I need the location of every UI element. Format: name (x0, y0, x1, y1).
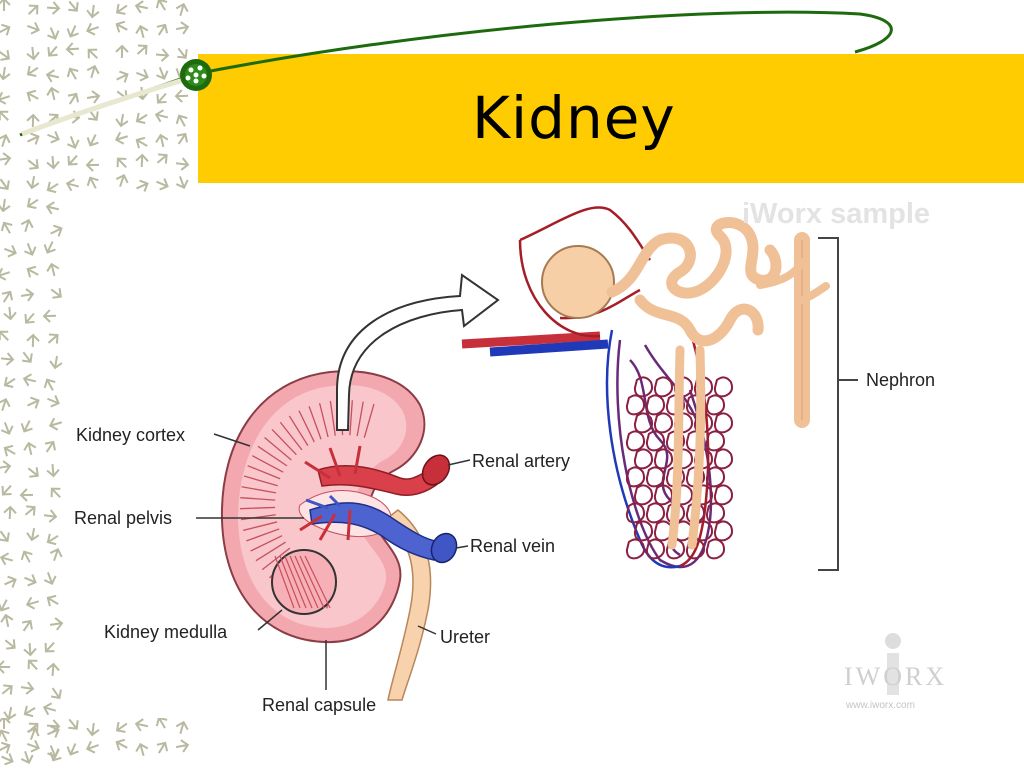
efferent-venule (489, 339, 609, 357)
label-renal-pelvis: Renal pelvis (74, 508, 173, 528)
slide-title: Kidney (472, 84, 676, 152)
label-ureter: Ureter (440, 627, 491, 647)
swoosh-highlight (21, 75, 191, 137)
label-kidney-cortex: Kidney cortex (76, 425, 186, 445)
title-bar (198, 54, 1024, 183)
renal-vein-opening (430, 532, 458, 564)
loop-of-henle (667, 345, 706, 550)
ureter-tube (383, 509, 432, 701)
bullet-ornament-icon (180, 59, 212, 91)
afferent-arteriole (461, 331, 601, 349)
renal-artery-opening (421, 454, 451, 486)
label-renal-vein: Renal vein (470, 536, 556, 556)
label-renal-capsule: Renal capsule (262, 695, 377, 715)
logo-url: www.iworx.com (846, 700, 915, 711)
watermark-text: iWorx sample (742, 198, 931, 230)
zoom-arrow (336, 273, 500, 431)
nephron-illustration (461, 206, 858, 571)
iworx-logo-icon (885, 633, 901, 695)
label-nephron: Nephron (866, 370, 936, 390)
label-kidney-medulla: Kidney medulla (104, 622, 228, 642)
background-pattern-bottom (0, 718, 190, 758)
proximal-tubule (606, 217, 782, 299)
logo-wordmark: IWORX (844, 662, 948, 691)
leader-lines (196, 433, 471, 690)
glomerular-capsule (541, 245, 615, 319)
vessel-branches (299, 445, 362, 541)
kidney-illustration (220, 370, 458, 701)
nephron-bracket (818, 237, 858, 571)
label-renal-artery: Renal artery (472, 451, 571, 471)
